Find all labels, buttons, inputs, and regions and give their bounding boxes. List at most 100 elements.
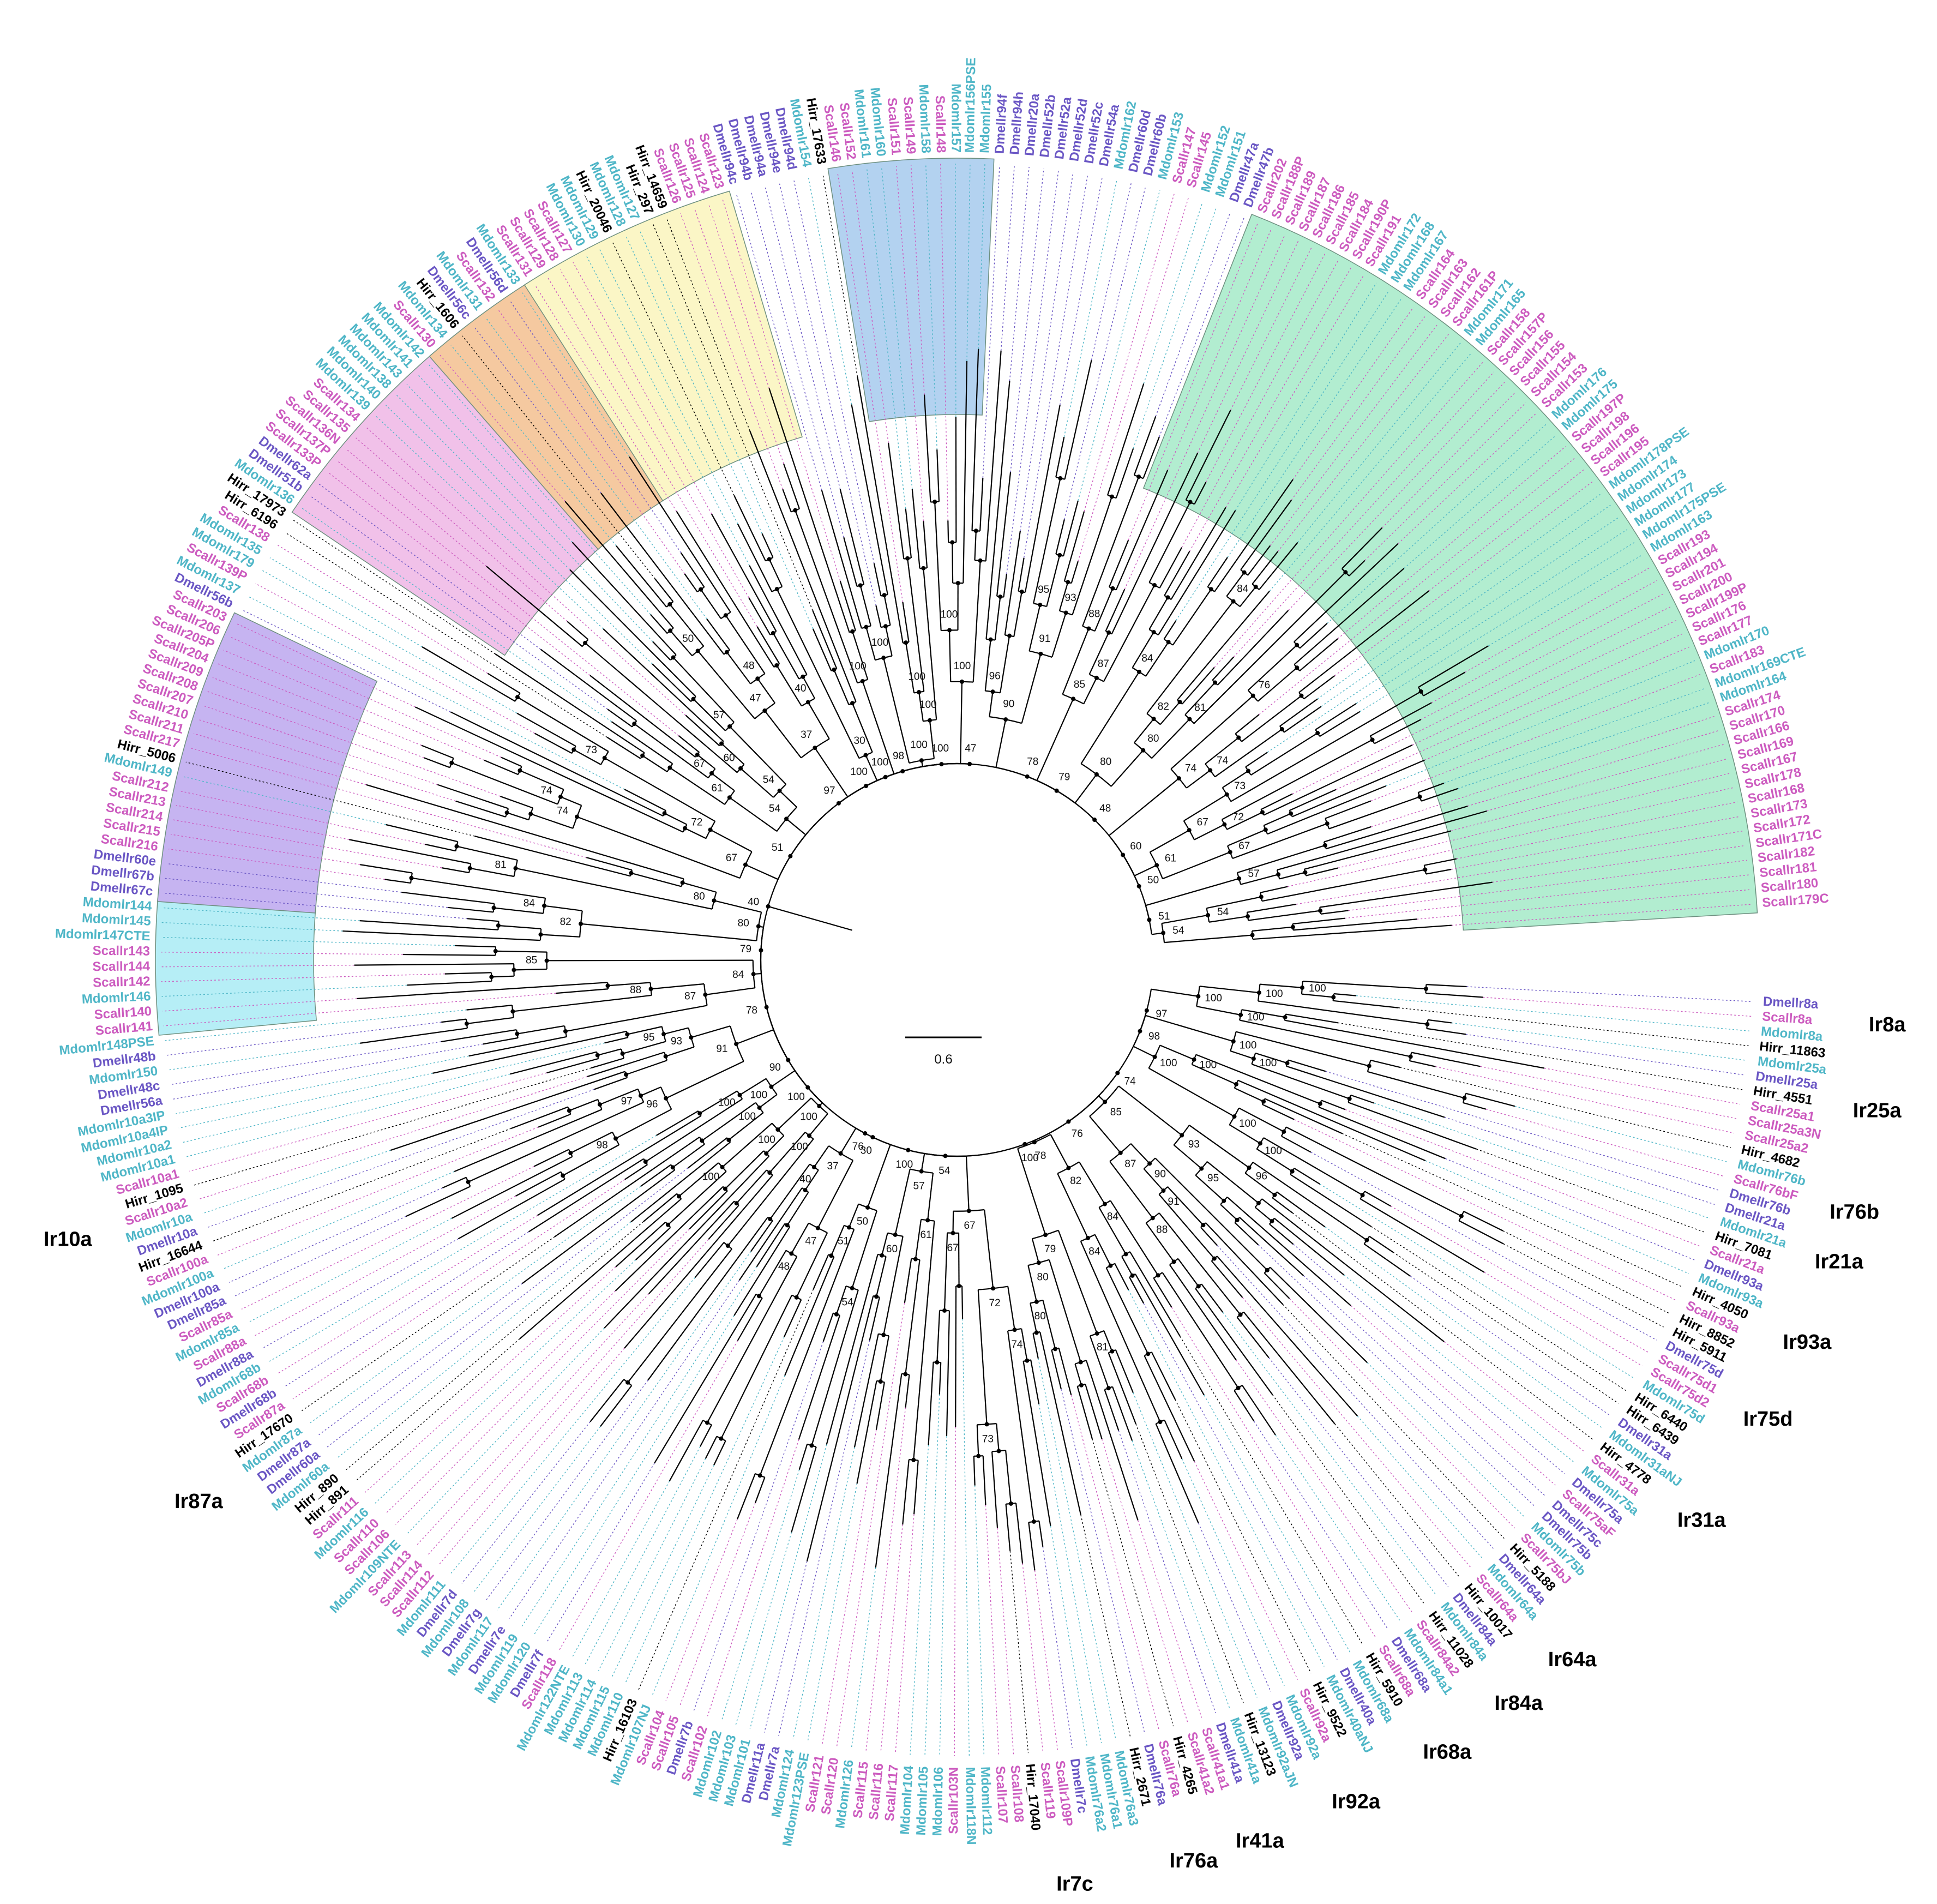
branch [1192, 1064, 1237, 1085]
branch [562, 1144, 619, 1176]
leaf-labels: Dmellr8aScallr8aMdomlr8aHirr_11863Mdomlr… [55, 57, 1830, 1847]
branch [1411, 1052, 1481, 1067]
support-value: 85 [526, 954, 537, 966]
branch [622, 1041, 666, 1054]
branch [1320, 910, 1349, 915]
branch [736, 1029, 774, 1045]
leader-line [1503, 1243, 1664, 1328]
branch [748, 597, 771, 635]
branch [982, 1456, 986, 1505]
branch [865, 627, 876, 660]
leader-line [611, 1464, 714, 1678]
branch [1196, 1006, 1241, 1016]
branch [1247, 644, 1298, 691]
branch [1294, 568, 1405, 665]
leader-line [586, 255, 750, 566]
branch [1018, 557, 1025, 592]
branch [522, 1169, 675, 1284]
leader-line [241, 1166, 534, 1310]
branch [756, 1223, 786, 1268]
leader-line [1159, 217, 1245, 437]
branch [1000, 635, 1010, 693]
leader-line [336, 460, 679, 736]
branch [1427, 1028, 1466, 1035]
clade-sector-blue [827, 158, 995, 422]
leaf-label: Scallr103N [946, 1767, 961, 1834]
leader-line [1197, 240, 1299, 453]
branch [875, 605, 882, 628]
leader-line [1009, 1551, 1029, 1753]
branch [1170, 507, 1226, 600]
branch [771, 1070, 796, 1088]
leader-line [881, 167, 913, 490]
branch [1194, 824, 1225, 840]
branch [1239, 1217, 1304, 1276]
branch [1232, 823, 1328, 860]
branch [441, 1029, 517, 1043]
branch [1279, 872, 1306, 880]
leader-line [384, 1290, 616, 1515]
support-value: 78 [1027, 756, 1038, 768]
branch [648, 1200, 735, 1294]
branch [1083, 677, 1097, 704]
branch [750, 1220, 773, 1252]
branch [645, 1098, 743, 1162]
branch [516, 712, 576, 747]
branch [852, 631, 869, 680]
branch [1369, 1235, 1393, 1253]
node [625, 1032, 630, 1037]
leader-line [1288, 381, 1505, 611]
branch [1463, 1211, 1503, 1232]
branch [859, 585, 871, 626]
branch [422, 646, 516, 702]
scale-bar: 0.6 [905, 1036, 982, 1067]
branch [519, 1198, 682, 1340]
branch [468, 1036, 567, 1057]
branch [811, 1289, 859, 1446]
leaf-label: Mdomlr155 [977, 84, 994, 154]
support-value: 54 [1217, 906, 1229, 918]
branch [366, 784, 684, 880]
leaf-label: Scallr143 [93, 944, 151, 959]
branch [1254, 1206, 1273, 1222]
branch [650, 614, 668, 634]
leader-line [1317, 492, 1603, 700]
branch [862, 681, 895, 774]
support-value: 88 [1088, 608, 1100, 620]
branch [1286, 1126, 1462, 1217]
branch [961, 1286, 964, 1319]
support-value: 100 [941, 609, 958, 621]
support-value: 98 [1148, 1031, 1160, 1042]
leader-line [1476, 1149, 1706, 1233]
branch [1199, 986, 1260, 994]
branch [1208, 916, 1248, 923]
branch [706, 1256, 798, 1423]
branch [1247, 545, 1271, 576]
branch [1003, 574, 1007, 597]
branch [1286, 1065, 1445, 1118]
leader-line [217, 1126, 539, 1256]
support-value: 60 [1130, 841, 1141, 852]
branch [1234, 1390, 1255, 1422]
branch [560, 796, 582, 806]
branch [684, 573, 698, 592]
branch [1244, 1173, 1276, 1196]
leader-line [1292, 307, 1414, 480]
branch [1245, 752, 1268, 768]
branch [1089, 1116, 1121, 1154]
branch [1151, 718, 1190, 759]
branch [905, 1374, 910, 1408]
branch [984, 639, 991, 691]
leaf-label: Mdomlr106 [930, 1767, 946, 1836]
leader-line [1050, 1525, 1087, 1746]
node [1066, 580, 1070, 585]
branch [1163, 620, 1177, 640]
branch [766, 1135, 785, 1154]
branch [390, 1071, 625, 1151]
branch [701, 1102, 756, 1142]
leader-line [1269, 352, 1472, 592]
leader-line [1020, 172, 1074, 531]
leader-line [1410, 1276, 1610, 1416]
branch [1259, 542, 1298, 590]
branch [1158, 510, 1236, 635]
